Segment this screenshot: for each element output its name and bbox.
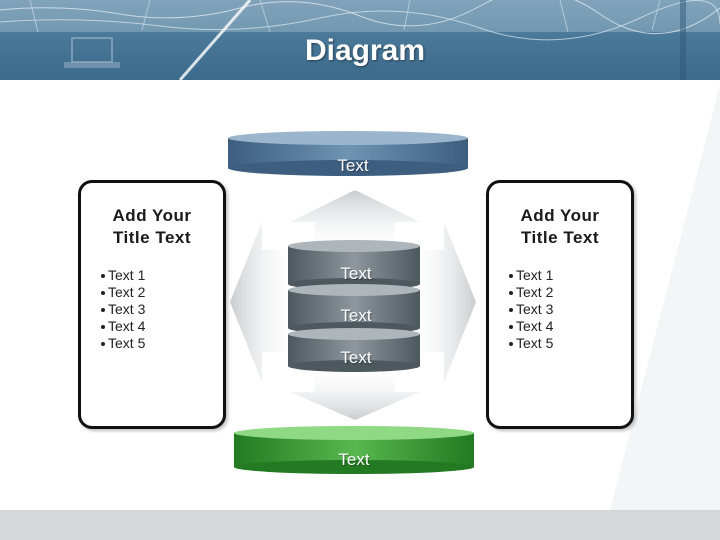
list-item-text: Text 4 [516,318,554,334]
bullet-icon [101,274,105,279]
top-disk-label: Text [337,156,369,175]
map-texture-image [0,0,720,80]
list-item-text: Text 4 [108,318,146,334]
slide-title: Diagram [304,34,426,67]
left-text-box: Add Your Title Text Text 1 Text 2 Text 3… [78,180,226,429]
arrow-up-shape [290,190,420,255]
list-item-text: Text 3 [108,301,146,317]
bullet-icon [101,308,105,313]
stack-disk-3 [288,328,420,372]
bullet-icon [101,291,105,296]
bullet-icon [509,291,513,296]
list-item-text: Text 2 [108,284,146,300]
bullet-icon [509,274,513,279]
right-text-box: Add Your Title Text Text 1 Text 2 Text 3… [486,180,634,429]
bullet-icon [101,325,105,330]
list-item: Text 4 [101,318,145,335]
list-item-text: Text 1 [108,267,146,283]
stack-disk-1-label: Text [340,264,372,283]
list-item: Text 1 [509,267,553,284]
list-item: Text 5 [509,335,553,352]
list-item: Text 3 [509,301,553,318]
bullet-icon [101,342,105,347]
right-box-title-line1: Add Your [520,206,600,225]
left-box-title-line1: Add Your [112,206,192,225]
bullet-icon [509,342,513,347]
left-box-bullet-list: Text 1 Text 2 Text 3 Text 4 Text 5 [101,267,145,352]
list-item-text: Text 5 [516,335,554,351]
stack-disk-2-label: Text [340,306,372,325]
footer-bar [0,510,720,540]
left-box-title-line2: Title Text [112,228,192,247]
list-item: Text 2 [509,284,553,301]
right-box-bullet-list: Text 1 Text 2 Text 3 Text 4 Text 5 [509,267,553,352]
header-banner: Diagram [0,0,720,80]
right-box-title-line2: Title Text [520,228,600,247]
bullet-icon [509,308,513,313]
left-box-title: Add Your Title Text [81,205,223,249]
arrow-down-shape [290,365,420,420]
top-disk [228,131,468,176]
list-item-text: Text 5 [108,335,146,351]
list-item: Text 5 [101,335,145,352]
bottom-disk [234,426,474,474]
arrow-right-shape [408,222,476,382]
bullet-icon [509,325,513,330]
list-item-text: Text 2 [516,284,554,300]
list-item: Text 2 [101,284,145,301]
arrow-left-shape [230,222,298,382]
list-item-text: Text 3 [516,301,554,317]
list-item: Text 3 [101,301,145,318]
list-item: Text 4 [509,318,553,335]
bottom-disk-label: Text [338,450,370,469]
right-box-title: Add Your Title Text [489,205,631,249]
stack-disk-3-label: Text [340,348,372,367]
list-item-text: Text 1 [516,267,554,283]
list-item: Text 1 [101,267,145,284]
